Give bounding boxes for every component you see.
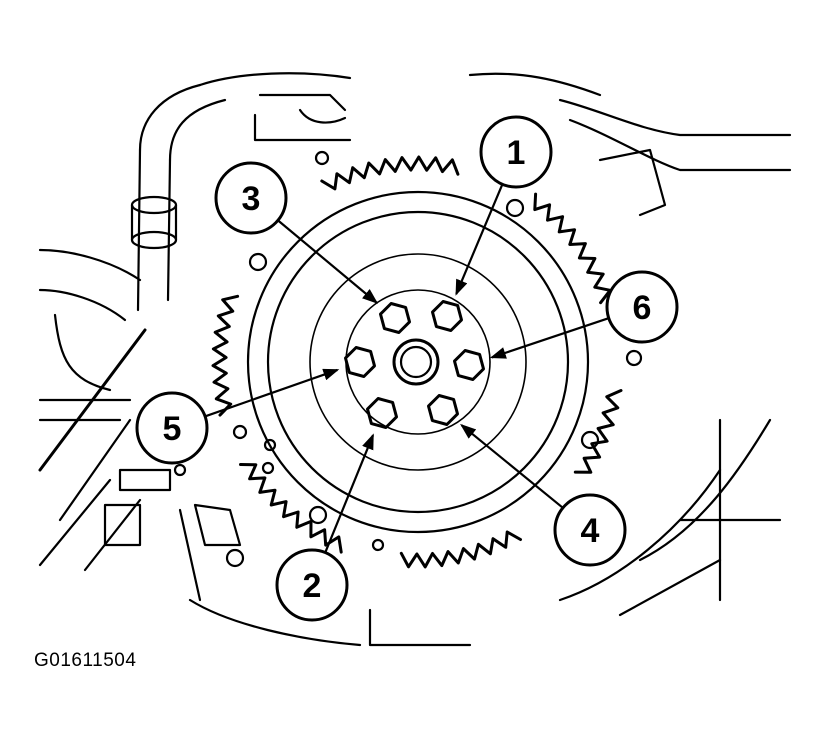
ring-gear-teeth [399, 530, 522, 569]
hex-bolt [366, 397, 398, 429]
hex-bolt [379, 302, 411, 334]
ring-gear-teeth [533, 192, 612, 305]
callout-number-6: 6 [633, 289, 652, 327]
callout-circle-3 [214, 161, 288, 235]
flywheel-ring-gear [211, 155, 623, 569]
callout-number-4: 4 [581, 512, 600, 550]
engine-housing-outline [38, 72, 792, 647]
ring-gear-teeth [320, 155, 460, 191]
ring-gear-teeth [211, 294, 240, 417]
callout-arrow-4 [460, 423, 563, 509]
hex-bolt [431, 300, 463, 332]
callout-circle-5 [135, 391, 209, 465]
callout-arrow-1 [455, 184, 504, 296]
callout-number-5: 5 [163, 410, 182, 448]
flywheel-bolts [344, 300, 485, 429]
callout-arrows [205, 184, 609, 553]
callouts: 1 2 3 4 5 6 [135, 115, 679, 622]
callout-number-1: 1 [507, 134, 526, 172]
callout-circle-6 [605, 270, 679, 344]
callout-circle-2 [275, 548, 349, 622]
figure-id-caption: G01611504 [34, 650, 137, 671]
callout-number-2: 2 [303, 567, 322, 605]
callout-arrow-6 [489, 317, 609, 359]
hex-bolt [453, 349, 485, 381]
ring-gear-teeth [239, 463, 343, 554]
hex-bolt [427, 394, 459, 426]
callout-circle-4 [553, 493, 627, 567]
callout-arrow-2 [324, 433, 375, 553]
callout-arrow-5 [205, 368, 340, 418]
center-pilot-bore [392, 338, 440, 386]
callout-arrow-3 [277, 220, 379, 304]
callout-circle-1 [479, 115, 553, 189]
hex-bolt [344, 346, 376, 378]
callout-number-3: 3 [242, 180, 261, 218]
ring-gear-teeth [573, 389, 623, 474]
